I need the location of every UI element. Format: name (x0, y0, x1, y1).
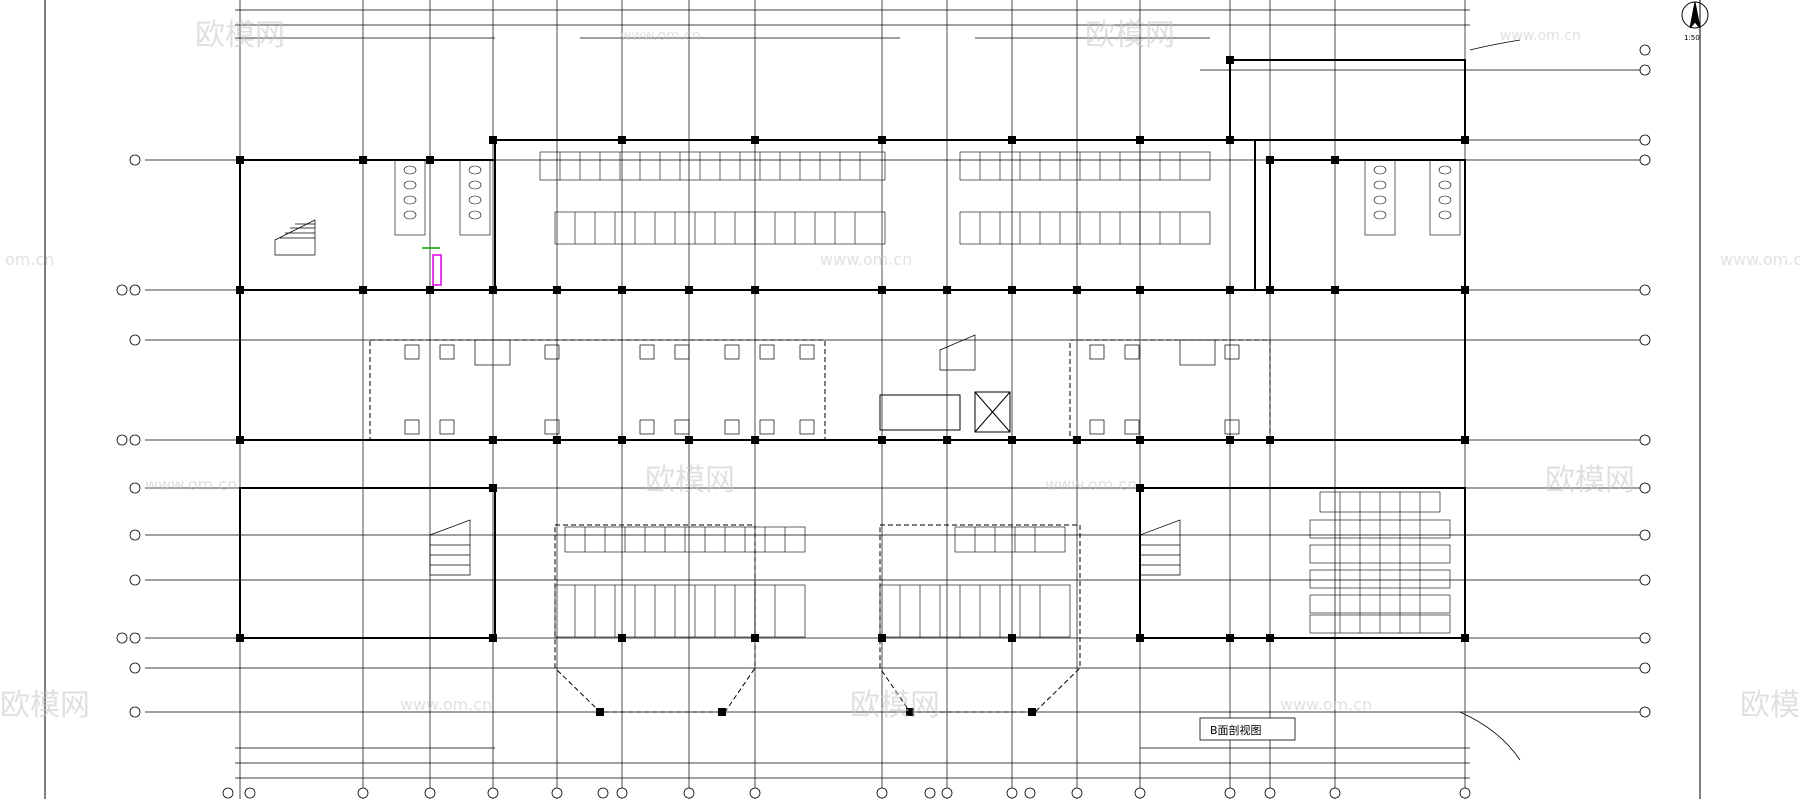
sheet-border (44, 0, 1701, 799)
structural-columns (236, 56, 1469, 716)
section-note: B面剖视图 (1199, 717, 1296, 741)
corridor-windows (404, 344, 1240, 435)
watermark-url-8: www.om.cn (1280, 695, 1372, 714)
watermark-url-2: www.om.cn (1500, 28, 1581, 44)
watermark-brand-6: 欧模网 (850, 688, 940, 723)
grid-bubbles-right (1639, 44, 1651, 718)
watermarks: 欧模网 www.om.cn 欧模网 www.om.cn om.cn www.om… (0, 18, 1800, 723)
watermark-url-5: www.om.cn (145, 475, 237, 494)
watermark-url-3: www.om.cn (820, 250, 912, 269)
desk-rows-upper (539, 151, 1211, 245)
magenta-marker (432, 254, 442, 286)
auditorium-seats (1309, 491, 1451, 634)
watermark-brand-5: 欧模网 (0, 688, 90, 723)
entry-curves (1459, 39, 1521, 761)
watermark-url-1: www.om.cn (620, 28, 701, 44)
watermark-url-6: www.om.cn (1045, 475, 1137, 494)
desk-rows-lower (554, 526, 1071, 638)
watermark-brand-7: 欧模网 (1740, 688, 1800, 723)
watermark-url-7: www.om.cn (400, 695, 492, 714)
watermark-url-short-1: om.cn (5, 250, 54, 269)
highlight-marks (422, 247, 442, 286)
restroom-fixtures (394, 159, 1461, 236)
watermark-brand-1: 欧模网 (195, 18, 285, 53)
projecting-bays (369, 339, 1271, 713)
watermark-brand-2: 欧模网 (1085, 18, 1175, 53)
scale-label: 1:50 (1684, 34, 1700, 42)
top-dimension-lines (235, 9, 1470, 39)
grid-bubbles-bottom (222, 787, 1471, 799)
horizontal-grid-lines (145, 69, 1640, 713)
bottom-dimension-lines (235, 747, 1470, 779)
vertical-grid-lines (239, 0, 1466, 799)
stairs (274, 219, 1216, 576)
watermark-url-4: www.om.cn (1720, 250, 1800, 269)
north-arrow-icon: 1:50 (1681, 1, 1709, 42)
exterior-walls (239, 59, 1466, 639)
elevator-core (879, 391, 1011, 433)
watermark-brand-3: 欧模网 (645, 463, 735, 498)
watermark-brand-4: 欧模网 (1545, 463, 1635, 498)
section-note-label: B面剖视图 (1210, 723, 1262, 737)
grid-bubbles-left (116, 154, 141, 718)
